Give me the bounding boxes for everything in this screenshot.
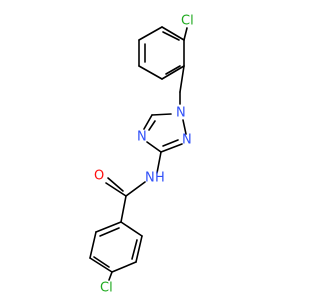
bond-upper-ring-4 xyxy=(161,65,185,80)
bond-c3-n2 xyxy=(160,143,183,153)
bond-carbonyl-double-2 xyxy=(107,177,124,192)
bond-upper-ring-inner-3 xyxy=(162,31,180,41)
bond-carbonyl-double-1 xyxy=(105,182,127,197)
bond-c5-n4-inner xyxy=(148,120,156,131)
bond-upper-ring-6 xyxy=(161,26,185,41)
bond-nh-carbonyl-c xyxy=(125,181,146,197)
upper-benzene-ring xyxy=(138,26,185,80)
atom-o: O xyxy=(94,169,104,184)
bond-lower-c-cl xyxy=(108,271,113,281)
bond-carbonyl-to-ring xyxy=(120,195,127,223)
bond-c3-n2-inner xyxy=(162,139,179,147)
bond-n2-n1 xyxy=(182,119,187,135)
bond-lower-ring-4 xyxy=(89,257,113,273)
atom-n4: N xyxy=(137,130,147,145)
bond-lower-ring-inner-1 xyxy=(131,239,138,260)
bond-ring-to-ch2 xyxy=(179,65,185,93)
bond-n1-c5 xyxy=(151,113,172,116)
bond-c5-n4 xyxy=(143,114,153,130)
bond-n4-c3 xyxy=(146,141,162,153)
atom-cl-bottom: Cl xyxy=(100,281,113,296)
molecule-diagram: Cl N N N N H O Cl xyxy=(89,14,194,296)
bond-upper-ring-1 xyxy=(138,26,163,41)
bond-lower-ring-5 xyxy=(89,231,97,259)
bond-c3-nh xyxy=(156,151,162,174)
bond-upper-ring-3 xyxy=(138,65,163,80)
atom-n1: N xyxy=(176,106,186,121)
bond-upper-c-cl xyxy=(183,27,188,41)
atom-n2: N xyxy=(182,133,192,148)
bond-lower-ring-3 xyxy=(111,261,137,273)
bond-lower-ring-inner-3 xyxy=(99,227,120,237)
lower-benzene-ring xyxy=(89,221,143,273)
bond-lower-ring-inner-2 xyxy=(93,256,110,268)
atom-cl-top: Cl xyxy=(181,14,194,29)
triazole-ring xyxy=(143,113,187,153)
bond-lower-ring-6 xyxy=(95,221,122,233)
atom-nh-n: N xyxy=(145,171,155,186)
bond-lower-ring-2 xyxy=(135,235,143,263)
bond-lower-ring-1 xyxy=(120,221,143,237)
bond-upper-ring-inner-2 xyxy=(165,65,181,75)
atom-nh-h: H xyxy=(155,171,165,186)
